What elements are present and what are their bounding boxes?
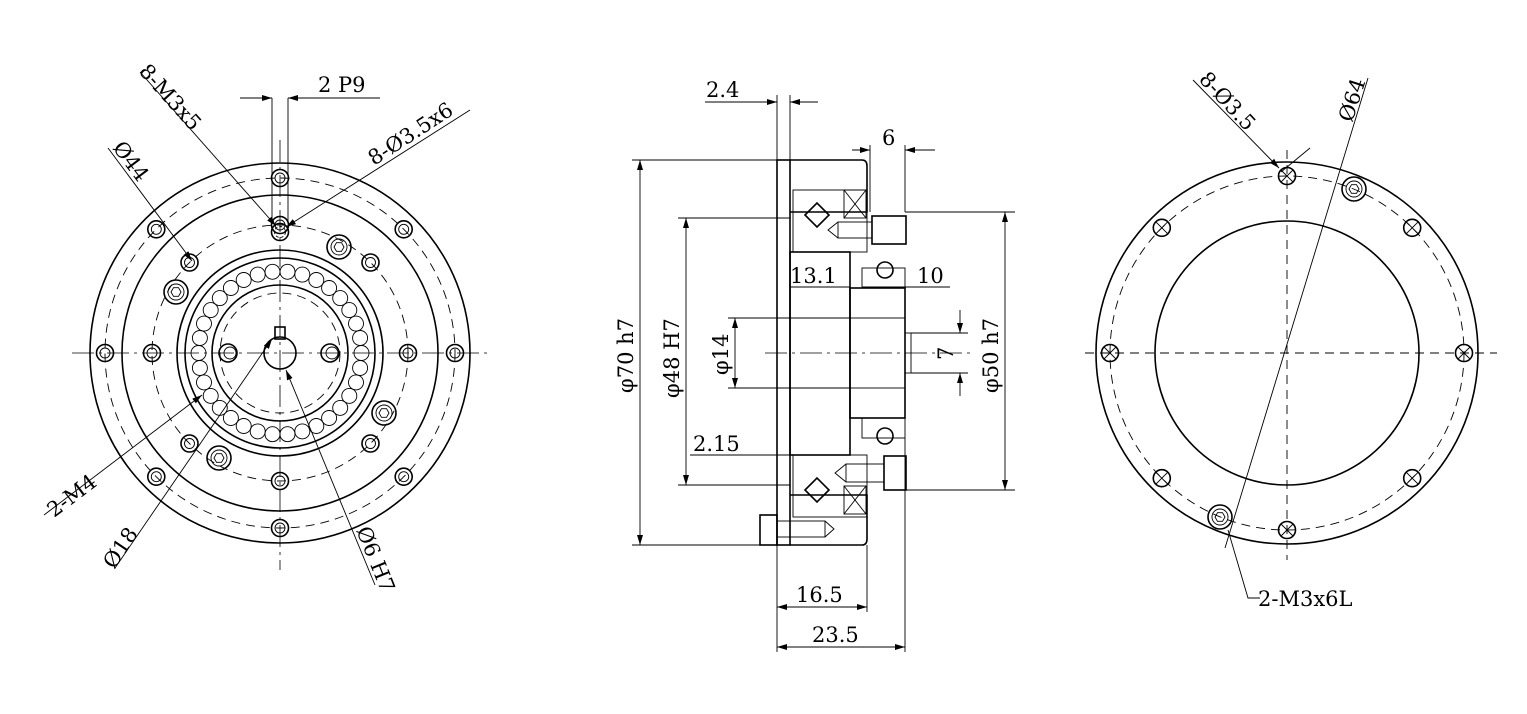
- side-hub-step-label: 6: [882, 126, 895, 150]
- rear-hole: [1152, 218, 1172, 238]
- rear-pcd-label: Ø64: [1334, 75, 1370, 124]
- front-pcd-inner-label: Ø44: [108, 137, 154, 187]
- front-roller: [352, 360, 369, 376]
- front-roller: [294, 266, 311, 283]
- rear-hole: [1402, 218, 1422, 238]
- front-center-bore: [263, 336, 297, 370]
- front-centerlines: [72, 140, 490, 570]
- front-outer-flange: [89, 162, 471, 544]
- side-body-lower: [790, 494, 868, 546]
- side-body-upper: [790, 159, 868, 213]
- front-roller: [222, 280, 239, 296]
- rear-tapped-axis: [1224, 77, 1369, 549]
- front-roller: [196, 374, 212, 391]
- front-inner-hole: [361, 253, 380, 272]
- side-hub-width-label: 10: [917, 264, 944, 288]
- side-hub-upper-ledge: [861, 267, 906, 289]
- front-through-holes-label: 8-Ø3.5x6: [364, 98, 458, 171]
- front-pin-hole-label: Ø6 H7: [351, 523, 399, 596]
- rear-holes-label: 8-Ø3.5: [1194, 67, 1260, 135]
- front-roller: [308, 272, 325, 288]
- front-roller: [264, 263, 281, 280]
- front-pin-holes: [218, 343, 340, 363]
- front-outer-hole: [147, 220, 166, 239]
- side-flange-thickness-label: 2.4: [706, 78, 739, 102]
- rear-register: [1154, 220, 1420, 486]
- front-roller: [348, 315, 364, 332]
- rear-tapped-holes-label: 2-M3x6L: [1258, 587, 1353, 611]
- side-body-length-label: 16.5: [796, 583, 843, 607]
- rear-hole: [1402, 468, 1422, 488]
- rear-hole: [1152, 468, 1172, 488]
- rear-outer-circle: [1095, 161, 1479, 545]
- side-dimension-lines: [637, 99, 1008, 650]
- front-roller: [341, 387, 358, 404]
- front-bearing-inner: [211, 284, 349, 422]
- front-roller: [191, 330, 208, 346]
- front-roller: [294, 423, 311, 440]
- side-upper-bearing: [803, 189, 894, 279]
- side-keyway: [904, 332, 912, 374]
- front-bolt-pcd: [104, 177, 456, 529]
- front-roller: [222, 410, 239, 426]
- side-hub-lower-ledge: [861, 417, 906, 439]
- side-register-diameter-label: φ48 H7: [660, 318, 684, 398]
- front-roller: [332, 399, 349, 416]
- front-bearing-pcd: [219, 292, 341, 414]
- front-roller: [352, 330, 369, 346]
- front-inner-pcd: [151, 224, 409, 482]
- front-roller: [235, 272, 252, 288]
- side-flange-bolt: [759, 514, 835, 546]
- front-bore-label: Ø18: [98, 523, 142, 573]
- front-keyway-label: 2 P9: [318, 73, 366, 97]
- front-tapped-side-label: 2-M4: [43, 470, 102, 522]
- front-tapped-face-label: 8-M3x5: [134, 59, 206, 135]
- side-recess-depth-label: 2.15: [693, 432, 740, 456]
- front-roller: [264, 426, 281, 443]
- rear-leaders: [1192, 79, 1311, 599]
- front-roller: [196, 315, 212, 332]
- front-roller: [321, 280, 338, 296]
- side-upper-screw: [827, 215, 907, 245]
- front-bearing-outer: [184, 257, 376, 449]
- front-inner-hole: [361, 434, 380, 453]
- side-extension-lines: [632, 95, 1015, 652]
- front-roller: [235, 418, 252, 434]
- front-roller: [191, 360, 208, 376]
- side-view: 2.4 6 13.1 10 φ70 h7 φ48 H7 φ14 7 φ50 h7…: [614, 78, 1015, 652]
- front-roller: [202, 387, 219, 404]
- front-roller: [279, 263, 296, 280]
- front-leaders: [43, 71, 471, 586]
- front-view: 2 P9 8-M3x5 8-Ø3.5x6 Ø44 2-M4 Ø18 Ø6 H7: [43, 59, 490, 596]
- side-overall-length-label: 23.5: [812, 623, 859, 647]
- front-roller: [321, 410, 338, 426]
- front-hub-ring: [176, 249, 384, 457]
- side-shaft-diameter-label: φ14: [709, 334, 733, 375]
- side-outer-diameter-label: φ70 h7: [614, 318, 638, 393]
- front-roller: [211, 290, 228, 307]
- side-mount-diameter-label: φ50 h7: [979, 318, 1003, 393]
- front-roller-ring: [190, 263, 370, 443]
- rear-view: 8-Ø3.5 Ø64 2-M3x6L: [1085, 67, 1497, 611]
- side-key-height-label: 7: [934, 347, 958, 360]
- front-roller: [332, 290, 349, 307]
- front-roller: [249, 423, 266, 440]
- front-body-circle: [121, 194, 439, 512]
- front-roller: [202, 302, 219, 319]
- front-roller: [249, 266, 266, 283]
- front-keyway: [274, 326, 286, 340]
- side-upper-housing: [792, 189, 868, 253]
- front-roller: [341, 302, 358, 319]
- front-roller: [348, 374, 364, 391]
- side-lower-bearing: [803, 427, 894, 515]
- side-shaft-offset-label: 13.1: [790, 264, 837, 288]
- front-roller: [279, 426, 296, 443]
- side-lower-screw: [834, 455, 907, 491]
